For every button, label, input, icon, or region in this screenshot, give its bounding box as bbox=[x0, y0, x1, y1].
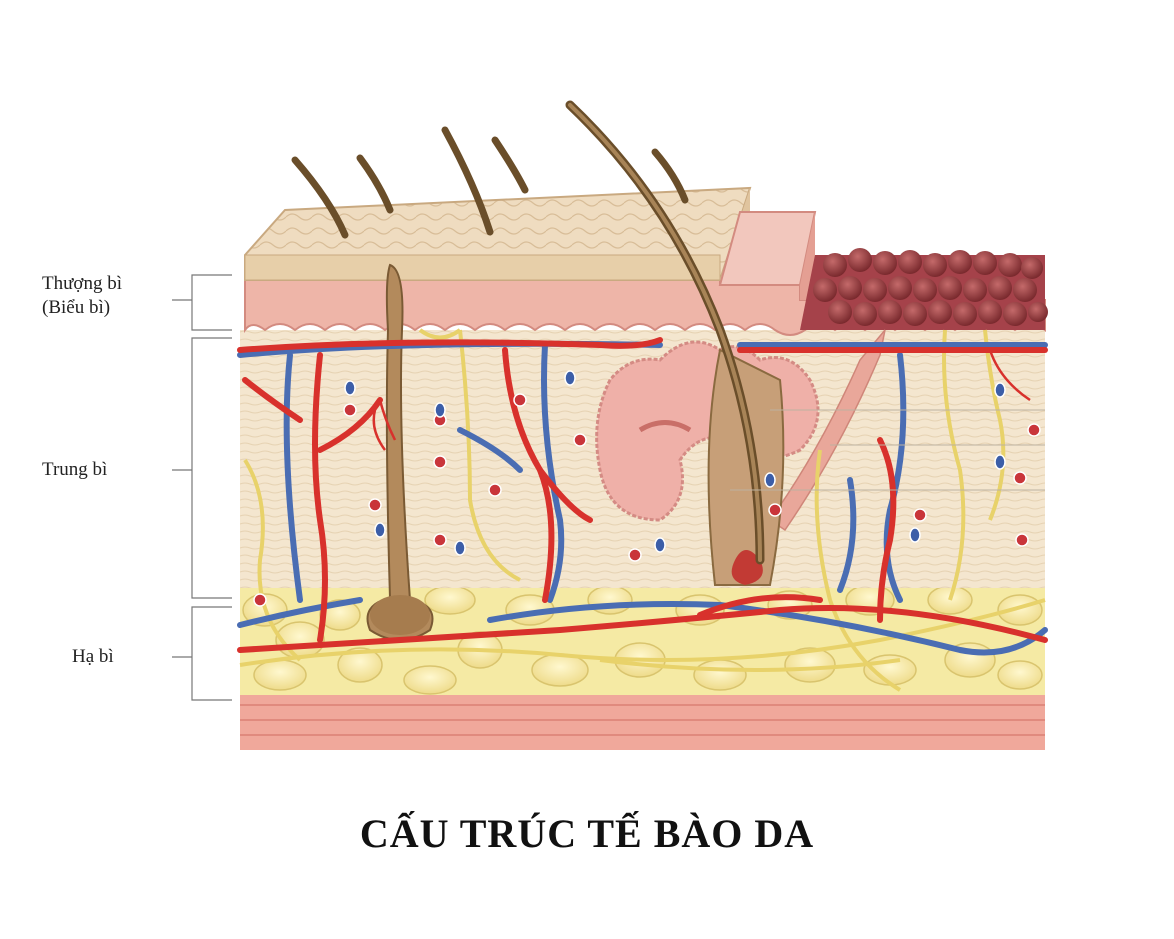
dermis-label: Trung bì bbox=[42, 459, 108, 480]
capillary-branches bbox=[372, 349, 1031, 451]
skin-surface-layer bbox=[244, 186, 752, 281]
veins bbox=[237, 340, 1048, 656]
epidermis-label-line2: (Biểu bì) bbox=[42, 297, 111, 318]
annotation-lines bbox=[730, 409, 1045, 491]
hypodermis-label: Hạ bì bbox=[72, 646, 114, 667]
hair-shafts bbox=[291, 126, 689, 239]
diagram-title: CẤU TRÚC TẾ BÀO DA bbox=[359, 811, 815, 856]
dermal-papillae bbox=[800, 248, 1048, 330]
epidermis-label: Thượng bì (Biểu bì) bbox=[42, 272, 122, 320]
layer-brackets bbox=[172, 274, 232, 701]
epidermis-label-line1: Thượng bì bbox=[42, 273, 122, 294]
hair-follicle-main bbox=[565, 100, 785, 586]
arrector-pili-muscle bbox=[768, 329, 886, 532]
blood-cells bbox=[253, 370, 1041, 607]
epidermis-cut-block bbox=[718, 211, 817, 300]
arteries bbox=[237, 337, 1048, 653]
muscle-layer bbox=[240, 690, 1045, 750]
